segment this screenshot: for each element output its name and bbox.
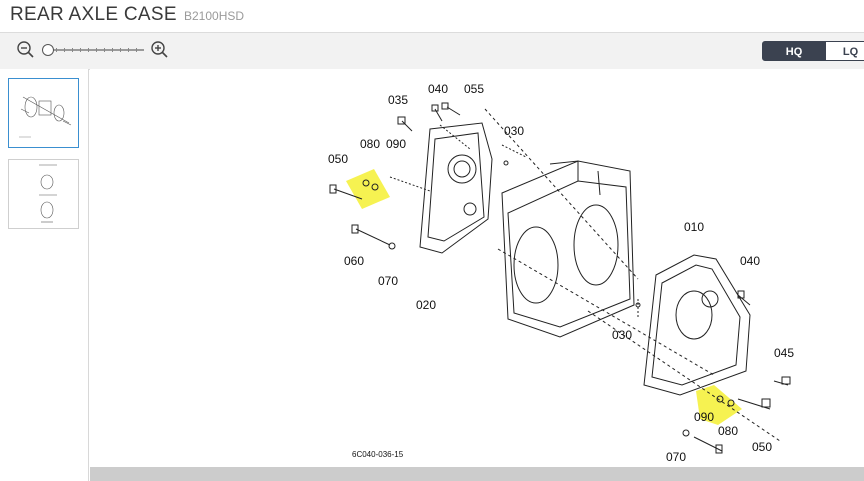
- quality-toggle: HQ LQ: [762, 41, 864, 61]
- callout-040-top[interactable]: 040: [428, 82, 448, 96]
- thumbnail-sidebar: [0, 69, 89, 481]
- callout-070-top[interactable]: 070: [378, 274, 398, 288]
- diagram-code: 6C040-036-15: [352, 450, 404, 459]
- callout-060[interactable]: 060: [344, 254, 364, 268]
- toolbar: HQ LQ: [0, 32, 864, 70]
- thumbnail-diagram-1: [19, 96, 72, 138]
- exploded-parts-diagram[interactable]: 035 040 055 030 080 090 050 060 070 020 …: [90, 69, 864, 468]
- header: REAR AXLE CASE B2100HSD: [0, 0, 864, 32]
- callout-040-right[interactable]: 040: [740, 254, 760, 268]
- hq-button[interactable]: HQ: [762, 41, 826, 61]
- zoom-slider-ticks: [48, 48, 144, 52]
- callout-010[interactable]: 010: [684, 220, 704, 234]
- thumbnail-page-1[interactable]: [8, 78, 79, 148]
- horizontal-scrollbar[interactable]: [90, 467, 864, 481]
- highlight-bottom: [696, 385, 742, 425]
- zoom-slider-thumb[interactable]: [42, 44, 54, 56]
- zoom-in-icon[interactable]: [150, 40, 170, 60]
- callout-050-bottom[interactable]: 050: [752, 440, 772, 454]
- diagram-viewer[interactable]: 035 040 055 030 080 090 050 060 070 020 …: [90, 69, 864, 468]
- callout-050-top[interactable]: 050: [328, 152, 348, 166]
- callout-080-bottom[interactable]: 080: [718, 424, 738, 438]
- callout-090-bottom[interactable]: 090: [694, 410, 714, 424]
- zoom-out-icon[interactable]: [16, 40, 36, 60]
- callout-090-top[interactable]: 090: [386, 137, 406, 151]
- highlight-top: [346, 169, 390, 209]
- callout-070-bottom[interactable]: 070: [666, 450, 686, 464]
- callout-020[interactable]: 020: [416, 298, 436, 312]
- zoom-slider[interactable]: [42, 44, 146, 56]
- callout-030-top[interactable]: 030: [504, 124, 524, 138]
- model-code: B2100HSD: [184, 9, 245, 23]
- lq-button[interactable]: LQ: [826, 41, 864, 61]
- callout-080-top[interactable]: 080: [360, 137, 380, 151]
- callout-045[interactable]: 045: [774, 346, 794, 360]
- callout-055[interactable]: 055: [464, 82, 484, 96]
- callout-035[interactable]: 035: [388, 93, 408, 107]
- parts-linework: [329, 102, 791, 454]
- thumbnail-page-2[interactable]: [8, 159, 79, 229]
- page-title: REAR AXLE CASE: [10, 4, 177, 25]
- callout-030-bottom[interactable]: 030: [612, 328, 632, 342]
- thumbnail-diagram-2: [39, 164, 57, 223]
